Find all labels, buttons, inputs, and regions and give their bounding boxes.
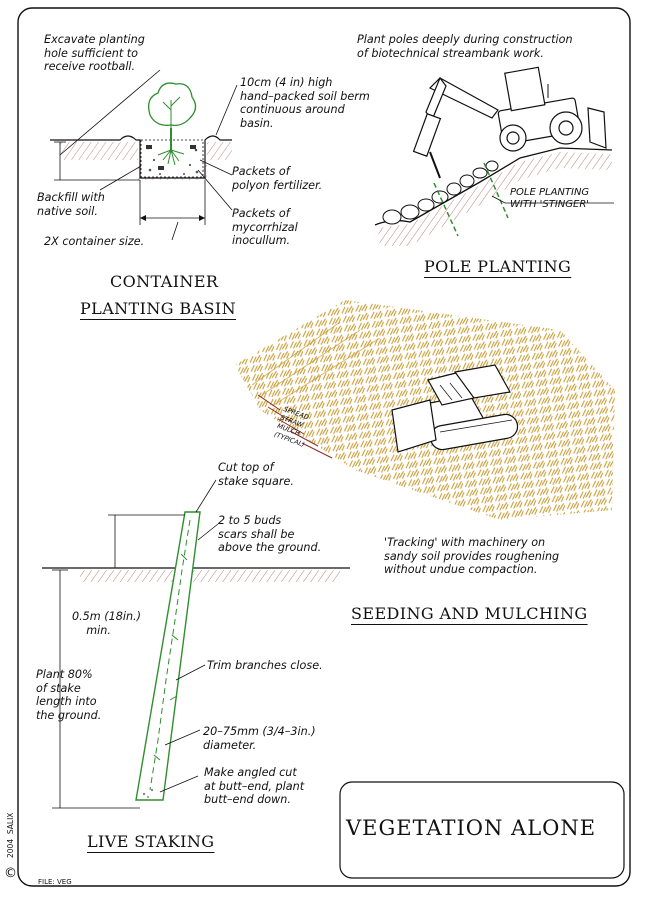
container-basin-drawing xyxy=(50,69,238,241)
file-label: FILE: VEG xyxy=(38,878,72,886)
pole-planting-drawing xyxy=(374,66,614,246)
seeding-mulching-drawing xyxy=(235,300,615,520)
container-title-line1: CONTAINER xyxy=(110,272,219,291)
container-title-line2: PLANTING BASIN xyxy=(80,299,236,318)
sheet-border xyxy=(17,7,631,887)
note-mycorrhizal: Packets of mycorrhizal inocullum. xyxy=(232,207,298,248)
note-container-size: 2X container size. xyxy=(44,235,145,248)
note-trim-branches: Trim branches close. xyxy=(207,659,323,672)
live-staking-drawing xyxy=(42,479,350,809)
main-title: VEGETATION ALONE xyxy=(346,816,597,840)
note-plant-poles: Plant poles deeply during construction o… xyxy=(357,33,573,60)
note-fertilizer: Packets of polyon fertilizer. xyxy=(232,165,323,192)
pole-planting-title: POLE PLANTING xyxy=(424,257,572,276)
note-bud-scars: 2 to 5 buds scars shall be above the gro… xyxy=(218,514,322,555)
seeding-mulching-title: SEEDING AND MULCHING xyxy=(351,604,588,623)
title-box xyxy=(339,781,625,879)
copyright-text: 2004 SALIX xyxy=(6,812,15,858)
note-depth: 0.5m (18in.) min. xyxy=(72,610,141,637)
copyright-icon: © xyxy=(4,866,17,881)
note-plant-80: Plant 80% of stake length into the groun… xyxy=(36,668,102,722)
note-angled-cut: Make angled cut at butt–end, plant butt–… xyxy=(204,766,305,807)
note-soil-berm: 10cm (4 in) high hand–packed soil berm c… xyxy=(240,76,370,130)
pole-stinger-label: POLE PLANTING WITH 'STINGER' xyxy=(510,187,590,210)
note-cut-top: Cut top of stake square. xyxy=(218,461,294,488)
note-tracking: 'Tracking' with machinery on sandy soil … xyxy=(384,536,560,577)
note-diameter: 20–75mm (3/4–3in.) diameter. xyxy=(203,725,316,752)
note-excavate: Excavate planting hole sufficient to rec… xyxy=(44,33,145,74)
live-staking-title: LIVE STAKING xyxy=(87,832,215,851)
note-backfill: Backfill with native soil. xyxy=(37,191,105,218)
